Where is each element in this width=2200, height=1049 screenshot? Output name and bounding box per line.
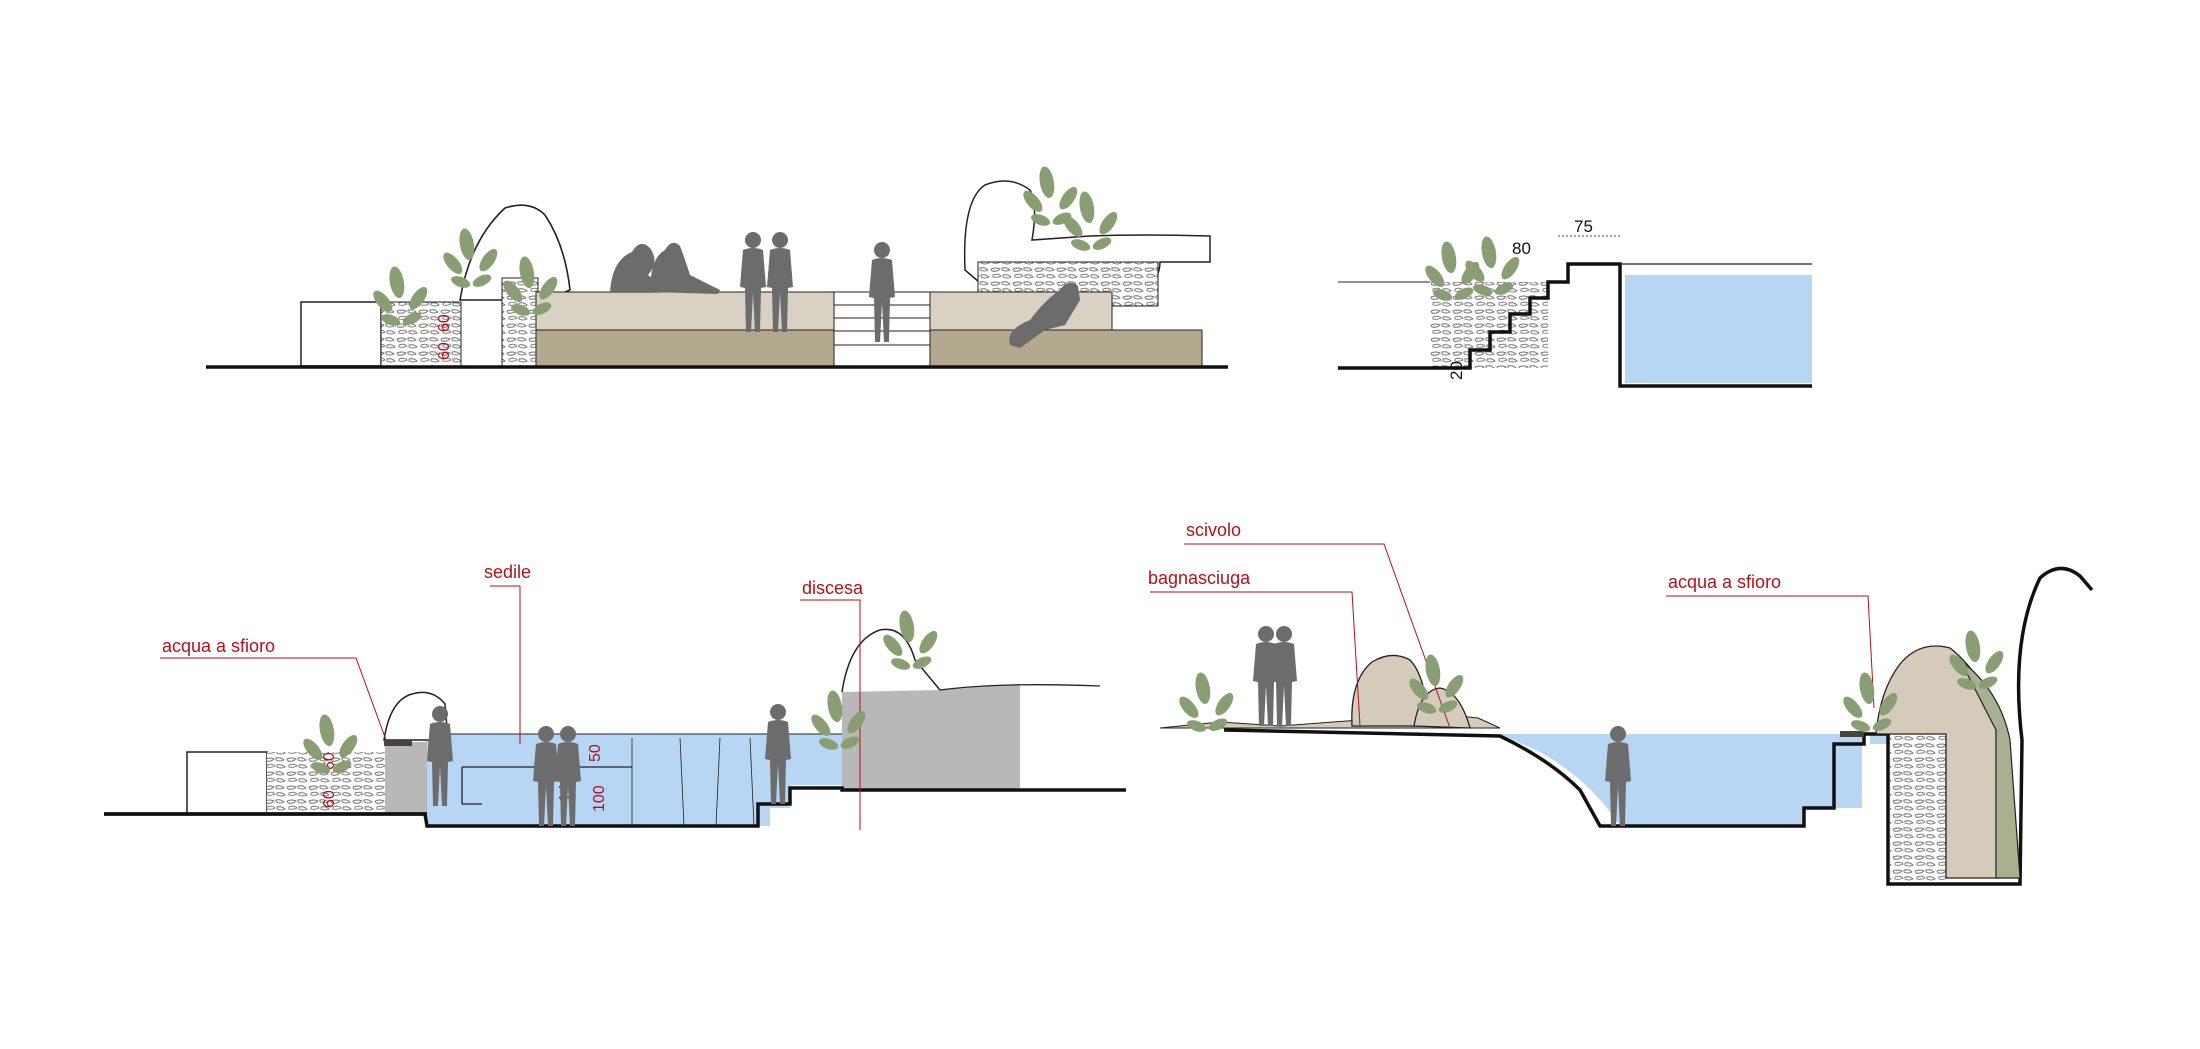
stone-wall-icon: [267, 752, 385, 814]
dim-label: 60: [436, 342, 453, 360]
section-bottom-right: scivolo bagnasciuga acqua a sfioro: [1148, 520, 2094, 886]
dim-label: 75: [1574, 217, 1593, 236]
person-silhouette-icon: [610, 232, 1080, 348]
dim-label: 60: [321, 790, 338, 808]
label-shore: bagnasciuga: [1148, 568, 1251, 588]
label-overflow: acqua a sfioro: [1668, 572, 1781, 592]
section-top-right: 75 80 20: [1338, 217, 1812, 388]
label-slide: scivolo: [1186, 520, 1241, 540]
dim-label: 20: [1447, 361, 1466, 380]
label-descent: discesa: [802, 578, 864, 598]
section-top-left: 60 60: [206, 165, 1228, 369]
label-seat: sedile: [484, 562, 531, 582]
dim-label: 80: [1512, 239, 1531, 258]
stone-wall-icon: [1890, 732, 1946, 882]
dim-label: 60: [436, 314, 453, 332]
section-bottom-left: 60 60 50 140 100 acqua a sfioro sedile d…: [104, 562, 1126, 830]
dim-label: 50: [587, 744, 604, 762]
dim-label: 100: [591, 785, 608, 812]
stone-wall-icon: [380, 301, 462, 367]
label-overflow: acqua a sfioro: [162, 636, 275, 656]
